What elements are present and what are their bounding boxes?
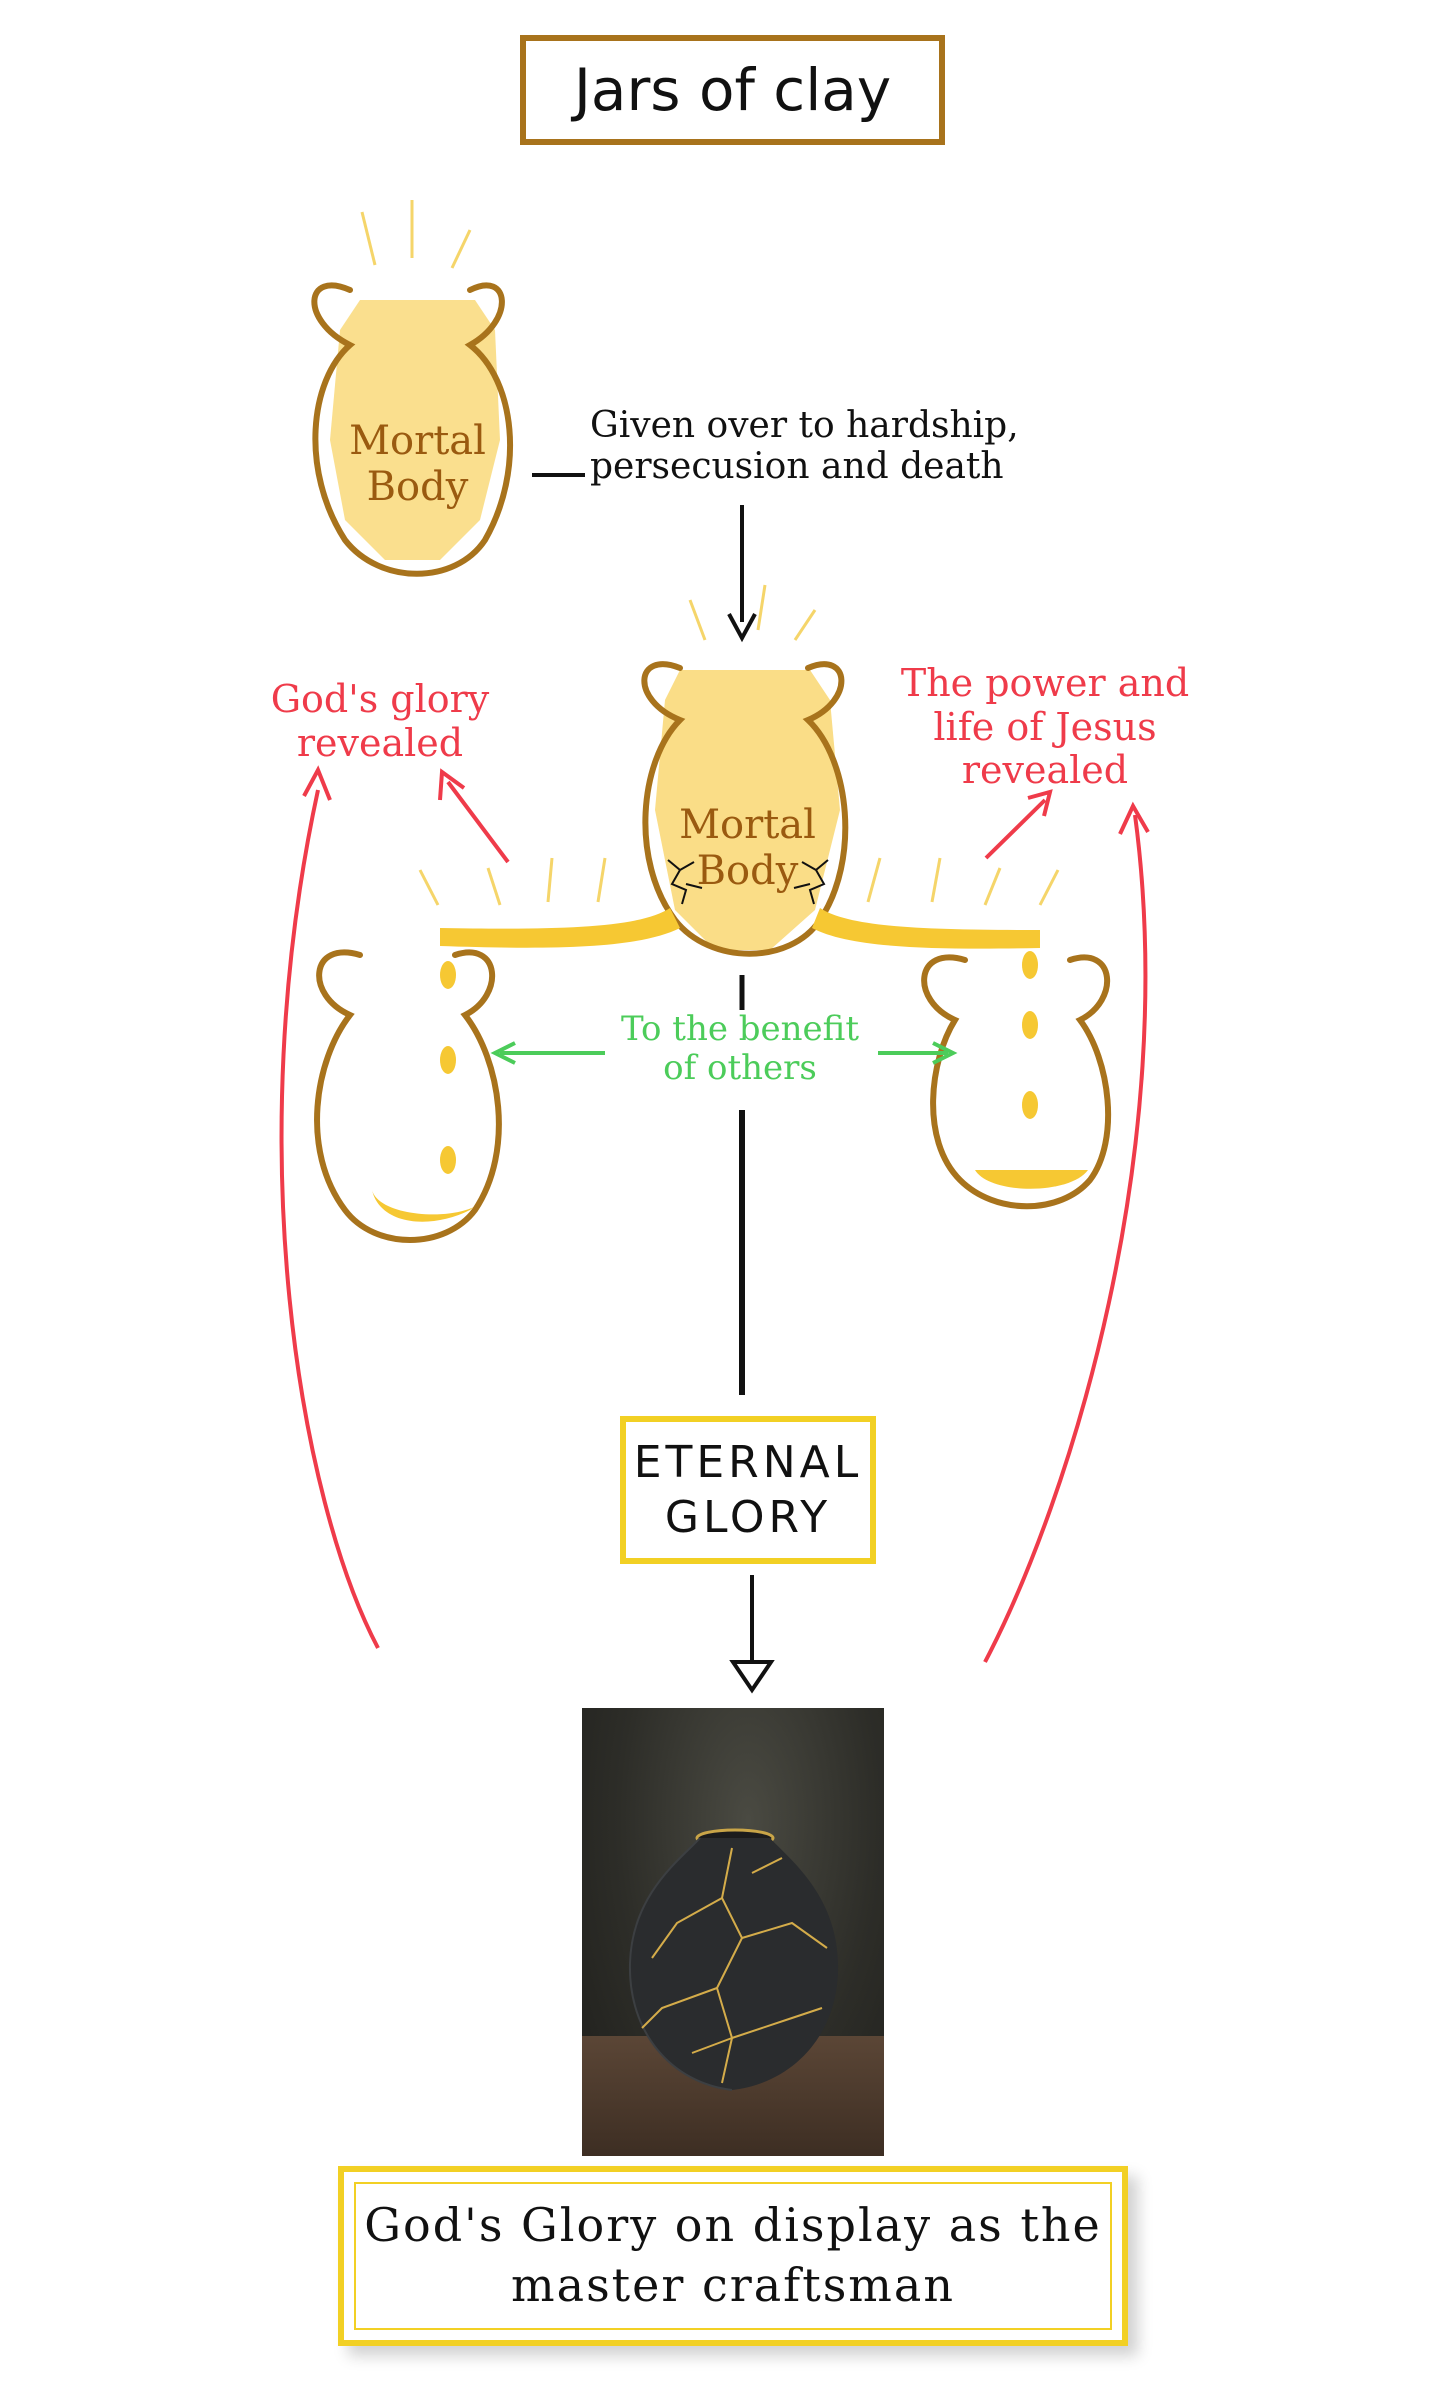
caption-inner: God's Glory on display as the master cra… bbox=[354, 2182, 1112, 2330]
top-jar-line1: Mortal bbox=[349, 418, 486, 464]
left-jar bbox=[314, 949, 502, 1243]
benefit-line1: To the benefit bbox=[620, 1009, 860, 1049]
arrow-up-icon bbox=[438, 768, 466, 801]
right-inner-arrow bbox=[984, 798, 1047, 860]
caption-line1: God's Glory on display as the bbox=[364, 2198, 1102, 2253]
arrow-down-icon bbox=[727, 613, 757, 643]
gold-pour bbox=[418, 857, 1060, 1174]
cracked-jar bbox=[641, 584, 849, 957]
arrow-down-icon bbox=[729, 1660, 775, 1694]
hardship-line2: persecusion and death bbox=[590, 446, 1004, 488]
caption-text: God's Glory on display as the master cra… bbox=[364, 2196, 1101, 2316]
right-jar bbox=[921, 954, 1112, 1210]
crack-lines bbox=[667, 859, 829, 905]
glow-rays bbox=[688, 584, 817, 641]
gods-glory-label: God's glory revealed bbox=[255, 677, 505, 765]
power-life-line2: life of Jesus bbox=[933, 704, 1157, 749]
cracked-jar-line2: Body bbox=[696, 848, 799, 894]
glow-rays bbox=[360, 200, 472, 269]
page-title: Jars of clay bbox=[573, 56, 892, 124]
caption-line2: master craftsman bbox=[511, 2258, 955, 2312]
power-life-line3: revealed bbox=[961, 748, 1129, 793]
hardship-line1: Given over to hardship, bbox=[590, 405, 1019, 446]
benefit-line2: of others bbox=[663, 1048, 817, 1089]
gods-glory-line2: revealed bbox=[296, 720, 464, 765]
arrow-up-icon bbox=[1118, 801, 1150, 835]
eternal-glory-box: ETERNAL GLORY bbox=[620, 1416, 876, 1564]
glory-arrows bbox=[279, 765, 1150, 1663]
arrow-up-icon bbox=[302, 765, 332, 801]
cracked-jar-label: Mortal Body bbox=[665, 802, 830, 894]
power-life-label: The power and life of Jesus revealed bbox=[880, 661, 1210, 793]
top-jar bbox=[311, 200, 514, 577]
power-life-line1: The power and bbox=[900, 661, 1190, 705]
vase-drawing bbox=[628, 1828, 839, 2091]
title-box: Jars of clay bbox=[520, 35, 945, 145]
cracked-jar-line1: Mortal bbox=[679, 802, 816, 848]
right-outer-curve bbox=[983, 814, 1148, 1663]
eternal-line2: GLORY bbox=[664, 1492, 832, 1543]
left-outer-curve bbox=[279, 789, 380, 1649]
arrow-up-icon bbox=[1027, 789, 1053, 817]
benefit-arrows bbox=[490, 1041, 958, 1065]
top-jar-label: Mortal Body bbox=[335, 418, 500, 510]
glow-rays bbox=[418, 857, 1060, 906]
left-inner-arrow bbox=[446, 780, 510, 864]
benefit-label: To the benefit of others bbox=[595, 1009, 885, 1089]
caption-box: God's Glory on display as the master cra… bbox=[338, 2166, 1128, 2346]
eternal-line1: ETERNAL bbox=[633, 1437, 863, 1488]
kintsugi-vase-photo bbox=[582, 1708, 884, 2156]
top-jar-line2: Body bbox=[366, 464, 469, 510]
gods-glory-line1: God's glory bbox=[270, 677, 490, 721]
hardship-label: Given over to hardship, persecusion and … bbox=[590, 405, 1050, 488]
